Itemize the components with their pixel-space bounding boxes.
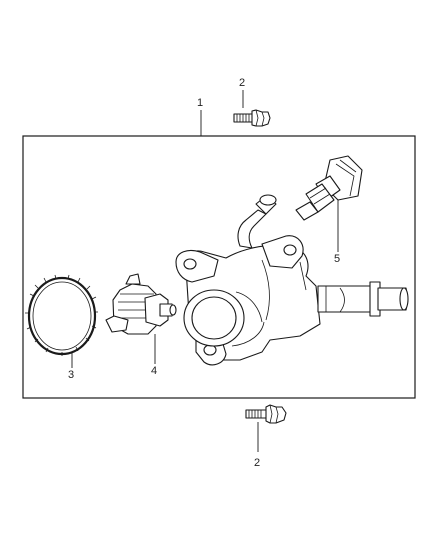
callout-1-label: 1 bbox=[197, 97, 203, 109]
callout-3-label: 3 bbox=[68, 369, 74, 381]
callout-5-label: 5 bbox=[334, 253, 340, 265]
temperature-sensor: 5 bbox=[295, 155, 363, 265]
callout-2-bottom-label: 2 bbox=[254, 457, 260, 469]
bolt-top: 2 bbox=[233, 77, 271, 127]
callout-2-top-label: 2 bbox=[239, 77, 245, 89]
assembly-frame bbox=[22, 135, 416, 399]
gasket: 3 bbox=[25, 274, 98, 381]
thermostat-housing bbox=[175, 194, 409, 366]
callout-1-group: 1 bbox=[197, 97, 203, 136]
thermostat: 4 bbox=[105, 273, 177, 377]
bolt-bottom: 2 bbox=[245, 404, 287, 469]
callout-4-label: 4 bbox=[151, 365, 157, 377]
